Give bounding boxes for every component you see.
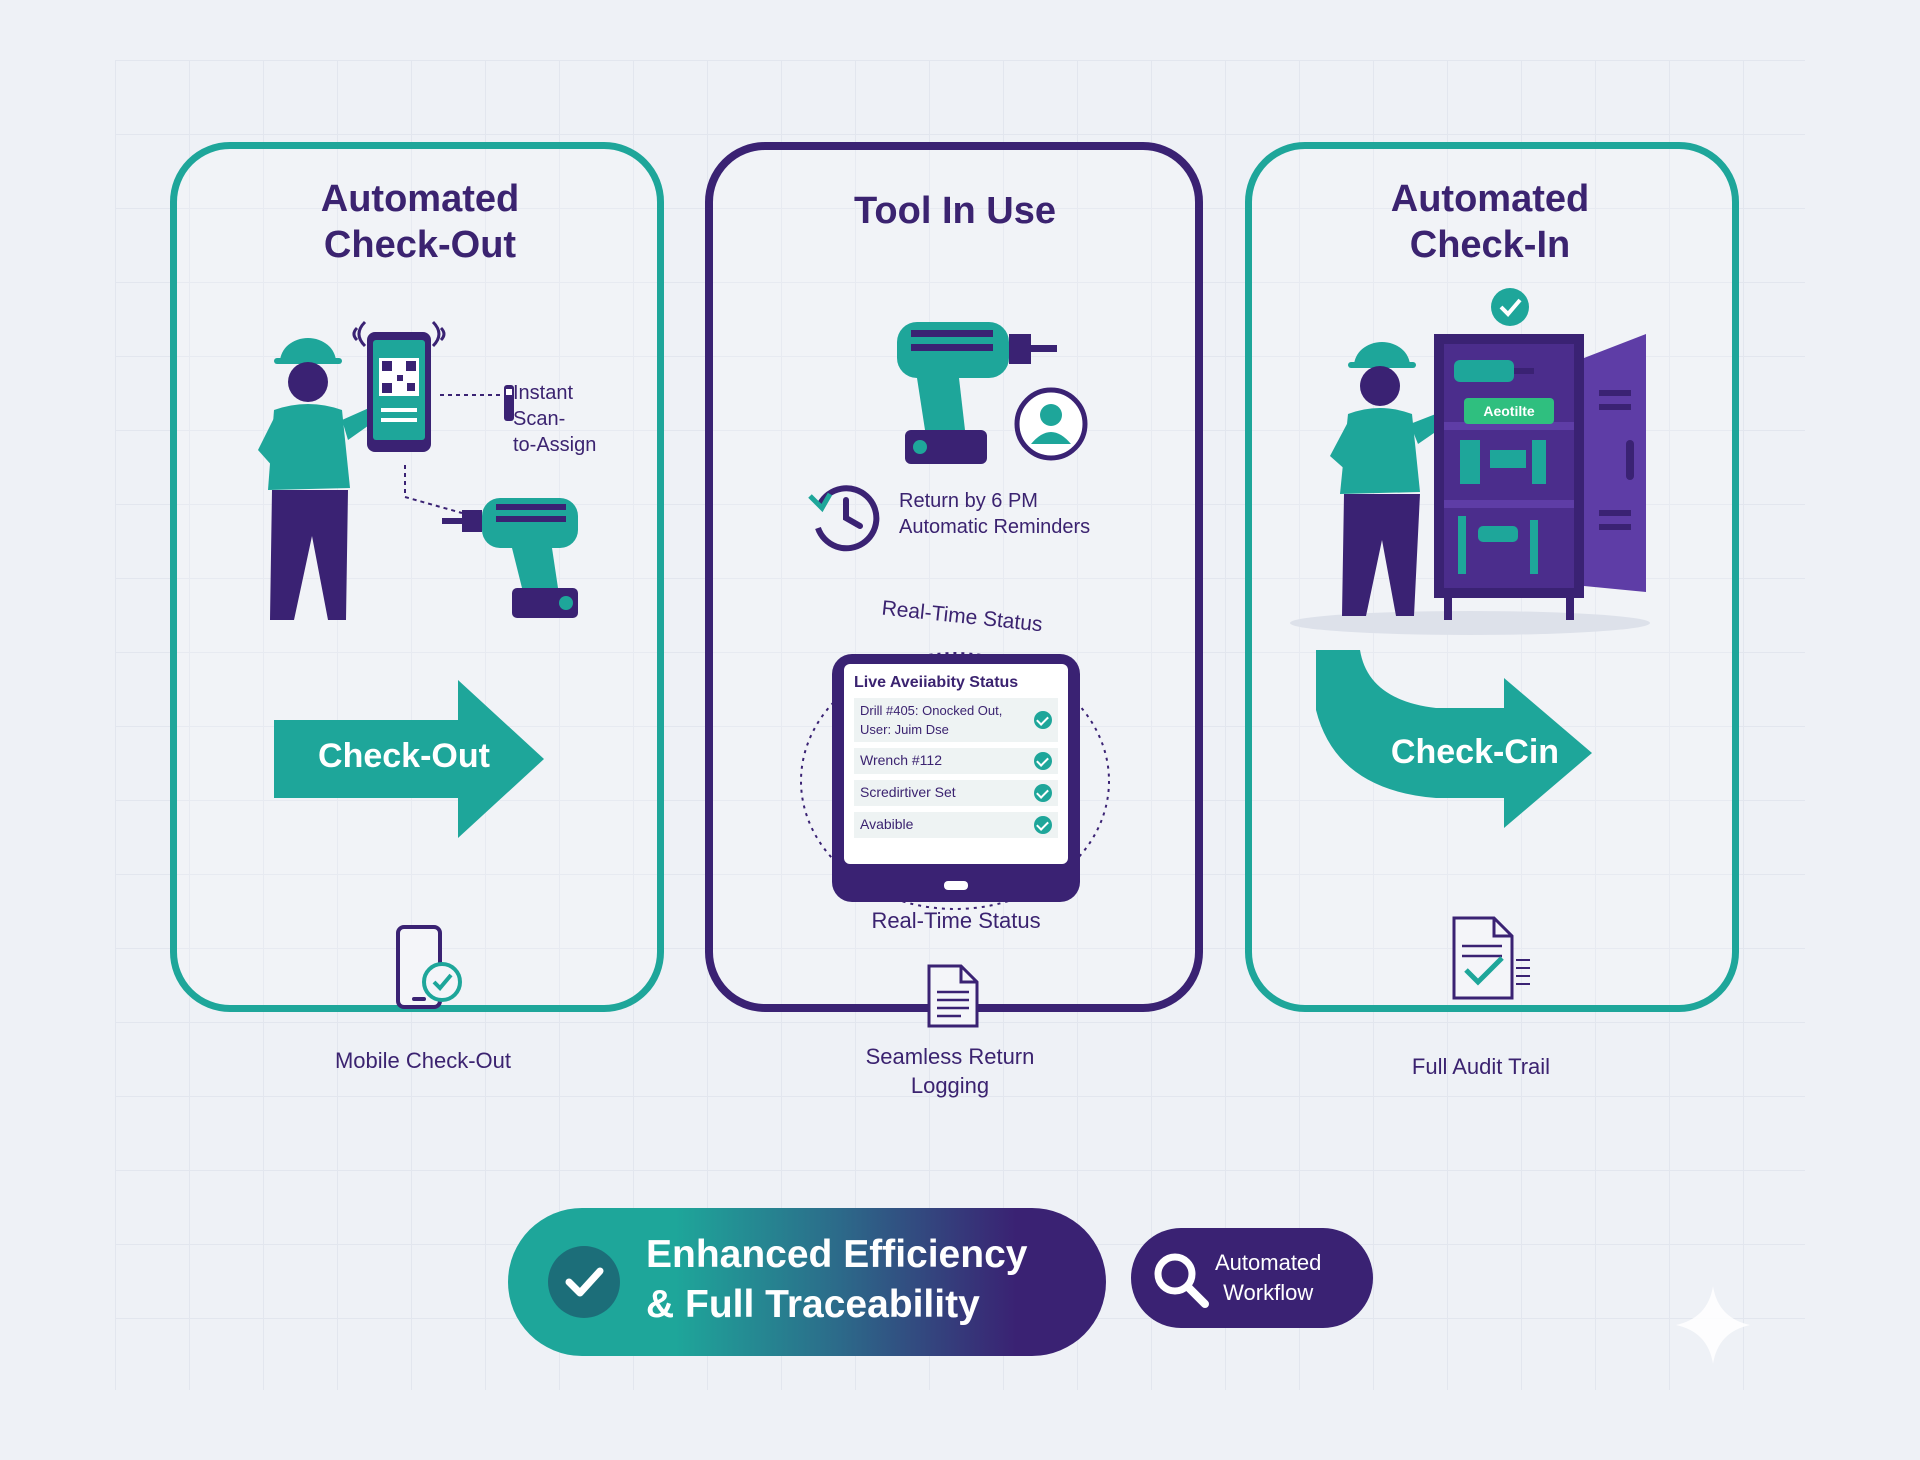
scan-label: Instant Scan- to-Assign [513, 382, 597, 456]
smartphone-qr-icon [352, 320, 446, 452]
drill-icon [897, 322, 1057, 464]
tablet-status-row[interactable]: Wrench #112 [854, 748, 1058, 774]
floor-shadow [1290, 611, 1650, 635]
efficiency-banner: Enhanced Efficiency & Full Traceability [508, 1208, 1106, 1356]
sparkle-icon [1676, 1286, 1750, 1364]
scan-connector-lines [404, 394, 502, 514]
checkin-title: Automated Check-In [1390, 178, 1590, 266]
tablet-header: Live Aveiiabity Status [854, 674, 1019, 691]
tablet-row-text: Avabible [860, 816, 914, 832]
tablet-screen: Live Aveiiabity Status Drill #405: Onock… [844, 664, 1068, 864]
tablet-row-text: Drill #405: Onocked Out, User: Juim Dse [860, 703, 1003, 737]
clock-history-icon [808, 485, 880, 552]
drill-icon [442, 498, 578, 618]
tablet-row-text: Wrench #112 [860, 752, 942, 768]
check-icon [1034, 784, 1052, 802]
checkout-panel [170, 142, 664, 1012]
checkout-title: Automated Check-Out [320, 178, 520, 266]
checkin-arrow [1316, 650, 1592, 828]
check-circle-icon [548, 1246, 620, 1318]
worker-icon [1330, 342, 1450, 616]
check-icon [1034, 711, 1052, 729]
tablet-status-row[interactable]: Scredirtiver Set [854, 780, 1058, 806]
checkin-arrow-label: Check-Cin [1390, 733, 1560, 771]
check-icon [1034, 752, 1052, 770]
mobile-checkout-caption: Mobile Check-Out [334, 1048, 512, 1073]
tablet-row-text: Scredirtiver Set [860, 784, 956, 800]
check-icon [1034, 816, 1052, 834]
tablet-status-row[interactable]: Drill #405: Onocked Out, User: Juim Dse [854, 698, 1058, 742]
worker-icon [258, 338, 382, 620]
real-time-status-caption: Real-Time Status [871, 908, 1041, 933]
return-reminder-text: Return by 6 PM Automatic Reminders [899, 490, 1091, 538]
checkout-arrow [274, 680, 544, 838]
tablet-home-button[interactable] [944, 881, 968, 890]
cabinet-icon [1434, 334, 1646, 620]
tool-in-use-title: Tool In Use [854, 190, 1056, 232]
user-circle-icon [1014, 387, 1088, 461]
scanner-tag-icon [504, 385, 514, 421]
checkout-arrow-label: Check-Out [318, 737, 490, 775]
workflow-label: Automated Workflow [1215, 1250, 1322, 1305]
seamless-return-caption: Seamless Return Logging [865, 1044, 1035, 1098]
search-icon [1154, 1253, 1209, 1308]
tablet-status-row[interactable]: Avabible [854, 812, 1058, 838]
mobile-checkout-icon [396, 925, 462, 1009]
audit-trail-caption: Full Audit Trail [1411, 1054, 1551, 1079]
check-circle-icon [1491, 288, 1529, 326]
live-status-tablet[interactable]: Live Aveiiabity Status Drill #405: Onock… [832, 654, 1080, 902]
available-badge: Aeotilte [1464, 398, 1554, 424]
audit-document-icon [1452, 916, 1530, 1000]
status-orbit-ring [800, 652, 1110, 910]
document-icon [927, 964, 979, 1028]
efficiency-text: Enhanced Efficiency & Full Traceability [646, 1233, 1028, 1326]
automated-workflow-button[interactable]: Automated Workflow [1131, 1228, 1373, 1328]
